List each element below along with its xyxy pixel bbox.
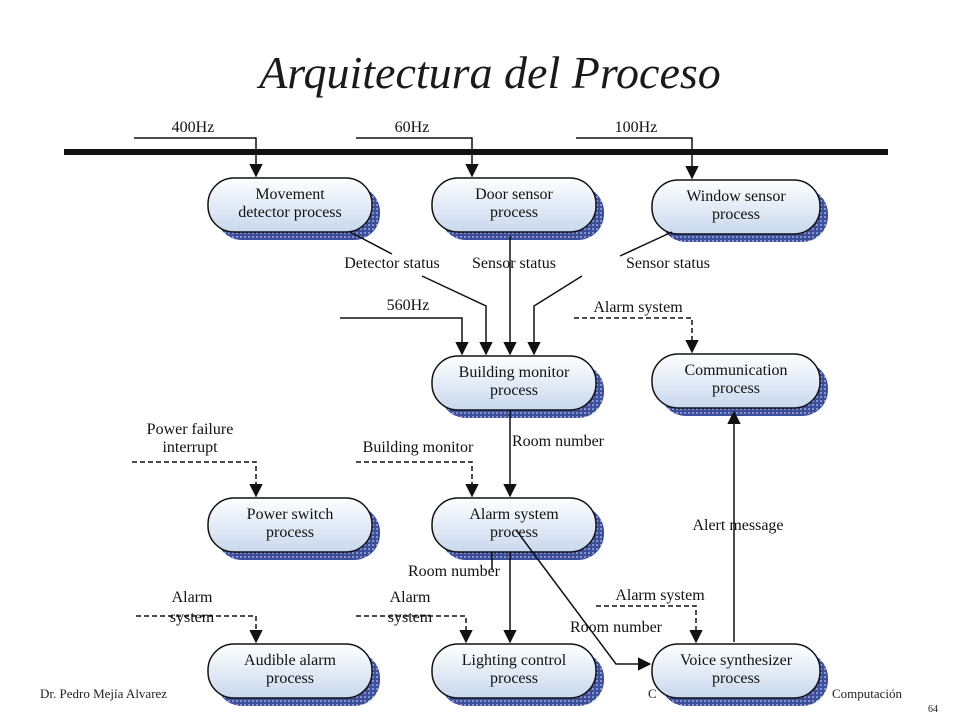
- window-process-line2: process: [712, 206, 760, 223]
- label-sensor-status-door: Sensor status: [472, 255, 556, 272]
- lighting-control-process-box: Lighting control process: [431, 643, 604, 706]
- arrow-560hz: [340, 317, 469, 356]
- label-560hz: 560Hz: [387, 297, 430, 314]
- label-alarm-system-top: Alarm system: [593, 299, 683, 316]
- door-process-line1: Door sensor: [475, 186, 553, 203]
- page-number: 64: [928, 704, 938, 715]
- building-monitor-to-alarm-arrow: [356, 461, 479, 498]
- label-alarm-mid-line1: Alarm: [390, 589, 431, 606]
- window-sensor-process-box: Window sensor process: [651, 179, 828, 242]
- label-alarm-left-line1: Alarm: [172, 589, 213, 606]
- clock-arrows: [134, 137, 699, 180]
- alarm-process-line1: Alarm system: [469, 506, 559, 523]
- label-alarm-left-line2: system: [170, 609, 215, 626]
- footer-computacion: Computación: [832, 686, 903, 701]
- label-detector-status: Detector status: [344, 255, 440, 272]
- door-sensor-process-box: Door sensor process: [431, 177, 604, 240]
- label-sensor-status-window: Sensor status: [626, 255, 710, 272]
- communication-process-line2: process: [712, 380, 760, 397]
- detector-status-line-top: [349, 231, 393, 255]
- label-alarm-right: Alarm system: [615, 587, 705, 604]
- alarm-system-to-communication-arrow: [574, 317, 699, 354]
- audible-process-line2: process: [266, 670, 314, 687]
- power-process-line2: process: [266, 524, 314, 541]
- label-alert-message: Alert message: [692, 517, 783, 534]
- label-power-failure-line1: Power failure: [147, 421, 234, 438]
- audible-process-line1: Audible alarm: [244, 652, 337, 669]
- lighting-process-line1: Lighting control: [462, 652, 567, 669]
- building-monitor-process-box: Building monitor process: [431, 355, 604, 418]
- building-process-line2: process: [490, 382, 538, 399]
- label-alarm-mid-line2: system: [388, 609, 433, 626]
- label-400hz: 400Hz: [172, 119, 215, 136]
- label-room-number-1: Room number: [512, 433, 605, 450]
- label-room-number-3: Room number: [570, 619, 663, 636]
- movement-process-line2: detector process: [238, 204, 342, 221]
- footer-author: Dr. Pedro Mejía Alvarez: [40, 686, 168, 701]
- label-power-failure-line2: interrupt: [162, 439, 218, 456]
- door-process-line2: process: [490, 204, 538, 221]
- building-process-line1: Building monitor: [459, 364, 570, 381]
- window-sensor-status-arrow: [527, 275, 583, 356]
- arrow-400hz: [134, 137, 263, 178]
- voice-process-line1: Voice synthesizer: [680, 652, 793, 669]
- alarm-system-to-lighting-arrow: [356, 615, 473, 644]
- alarm-system-to-audible-arrow: [136, 615, 263, 644]
- lighting-process-line2: process: [490, 670, 538, 687]
- alarm-system-process-box: Alarm system process: [431, 497, 604, 560]
- window-process-line1: Window sensor: [686, 188, 786, 205]
- communication-process-line1: Communication: [684, 362, 787, 379]
- status-arrows: [340, 231, 673, 356]
- voice-synthesizer-process-box: Voice synthesizer process: [651, 643, 828, 706]
- power-process-line1: Power switch: [247, 506, 334, 523]
- communication-process-box: Communication process: [651, 353, 828, 416]
- arrow-60hz: [356, 137, 479, 178]
- alarm-system-to-voice-arrow: [596, 605, 703, 644]
- power-failure-arrow: [132, 461, 263, 498]
- voice-process-line2: process: [712, 670, 760, 687]
- footer-partial-c: C: [648, 686, 657, 701]
- label-room-number-2: Room number: [408, 563, 501, 580]
- window-status-line-top: [619, 231, 673, 257]
- movement-detector-process-box: Movement detector process: [207, 177, 380, 240]
- arrow-100hz: [576, 137, 699, 180]
- alarm-process-line2: process: [490, 524, 538, 541]
- label-60hz: 60Hz: [395, 119, 430, 136]
- label-building-monitor: Building monitor: [363, 439, 474, 456]
- audible-alarm-process-box: Audible alarm process: [207, 643, 380, 706]
- power-switch-process-box: Power switch process: [207, 497, 380, 560]
- label-100hz: 100Hz: [615, 119, 658, 136]
- slide-title: Arquitectura del Proceso: [259, 47, 721, 98]
- detector-status-arrow: [421, 275, 493, 356]
- alarm-to-voice-arrow: [515, 529, 652, 671]
- movement-process-line1: Movement: [255, 186, 325, 203]
